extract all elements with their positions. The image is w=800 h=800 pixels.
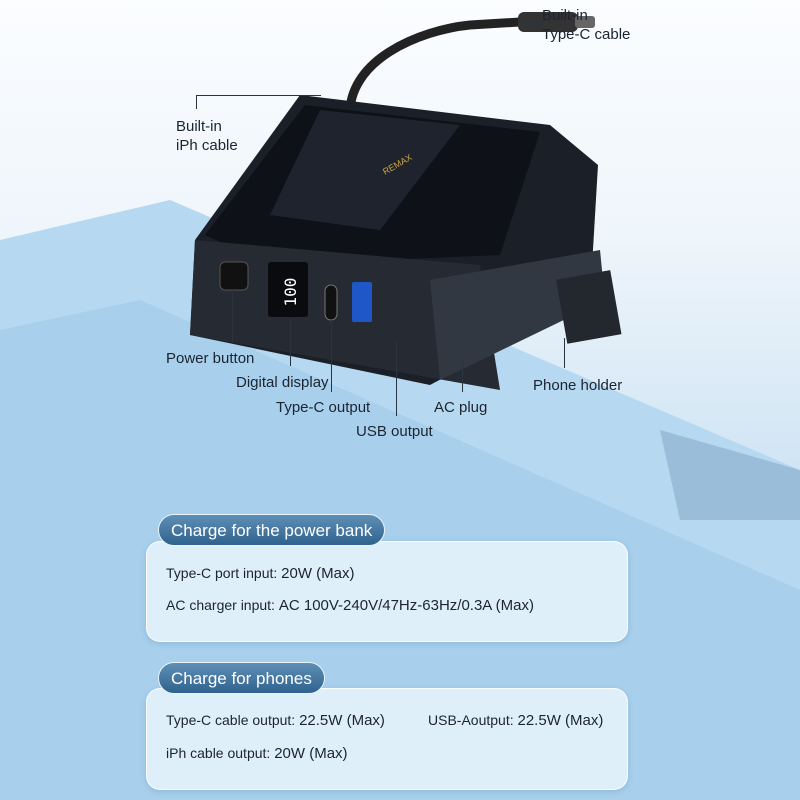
typec-connector [518, 12, 578, 32]
callout-line [462, 360, 463, 392]
callout-phone-holder: Phone holder [533, 377, 623, 394]
typec-cable [345, 17, 521, 121]
power-bank-charge-panel [146, 541, 628, 642]
spec-ac-input: AC charger input: AC 100V-240V/47Hz-63Hz… [166, 597, 534, 614]
phones-charge-panel [146, 688, 628, 790]
callout-line [520, 22, 544, 23]
callout-line [290, 318, 291, 366]
power-button-shape [219, 261, 249, 291]
callout-line [564, 338, 565, 368]
callout-line [396, 340, 397, 416]
spec-typec-input: Type-C port input: 20W (Max) [166, 565, 355, 582]
callout-line [232, 290, 233, 342]
callout-ac-plug: AC plug [434, 399, 488, 416]
callout-line [196, 95, 197, 109]
callout-power-button: Power button [166, 350, 255, 367]
callout-line [331, 320, 332, 392]
spec-typec-cable-output: Type-C cable output: 22.5W (Max) [166, 712, 385, 729]
callout-typec-output: Type-C output [276, 399, 371, 416]
callout-line [196, 95, 321, 96]
callout-digital-display: Digital display [236, 374, 329, 391]
spec-iph-cable-output: iPh cable output: 20W (Max) [166, 745, 348, 762]
section-title-phones: Charge for phones [158, 662, 325, 694]
display-digits: 100 [281, 278, 300, 307]
callout-usb-output: USB output [356, 423, 433, 440]
section-title-power-bank: Charge for the power bank [158, 514, 386, 546]
spec-usb-a-output: USB-Aoutput: 22.5W (Max) [428, 712, 604, 729]
phone-holder-shape [556, 270, 622, 344]
